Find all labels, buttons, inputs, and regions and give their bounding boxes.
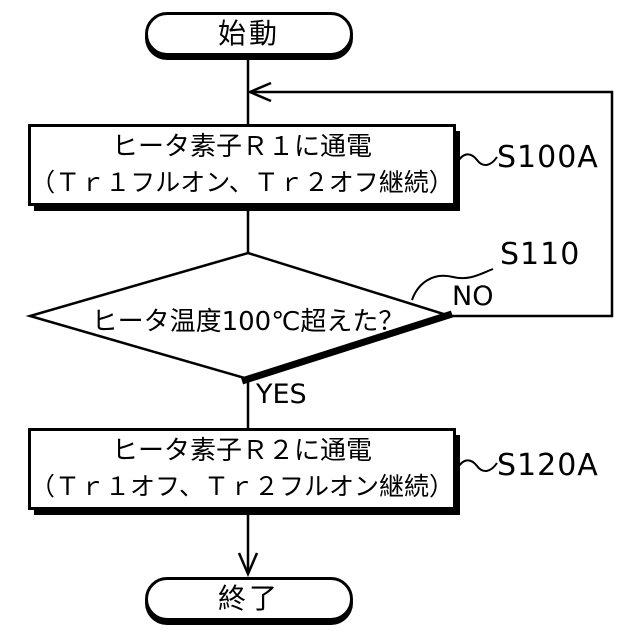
decision-question: ヒータ温度100℃超えた？: [91, 307, 405, 337]
leader-squiggle-s120a: [456, 459, 498, 472]
start-label: 始動: [217, 17, 280, 50]
start-terminal: 始動: [145, 12, 353, 56]
arrowhead-left-icon: [246, 81, 272, 103]
decision-diamond-shadow-edge: [240, 310, 454, 385]
leader-squiggle-s110: [411, 268, 494, 301]
process-s100a-line1: ヒータ素子Ｒ１に通電: [111, 132, 372, 162]
step-id-s110: S110: [500, 237, 581, 272]
end-terminal: 終了: [145, 577, 353, 621]
step-id-s100a: S100A: [497, 140, 599, 175]
branch-label-no: NO: [452, 281, 494, 312]
end-label: 終了: [217, 582, 280, 615]
connector-no-feedback-loop: [252, 90, 614, 318]
leader-squiggle-s100a: [456, 153, 498, 166]
process-s100a-line2: （Ｔｒ１フルオン、Ｔｒ２オフ継続）: [30, 168, 454, 197]
process-s120a-line2: （Ｔｒ１オフ、Ｔｒ２フルオン継続）: [30, 472, 455, 501]
branch-label-yes: YES: [256, 379, 307, 410]
arrowhead-down-icon: [237, 552, 259, 578]
process-box-s120a: ヒータ素子Ｒ２に通電 （Ｔｒ１オフ、Ｔｒ２フルオン継続）: [28, 428, 456, 510]
step-id-s120a: S120A: [497, 448, 599, 483]
process-box-s100a: ヒータ素子Ｒ１に通電 （Ｔｒ１フルオン、Ｔｒ２オフ継続）: [28, 124, 456, 206]
process-s120a-line1: ヒータ素子Ｒ２に通電: [111, 436, 372, 466]
